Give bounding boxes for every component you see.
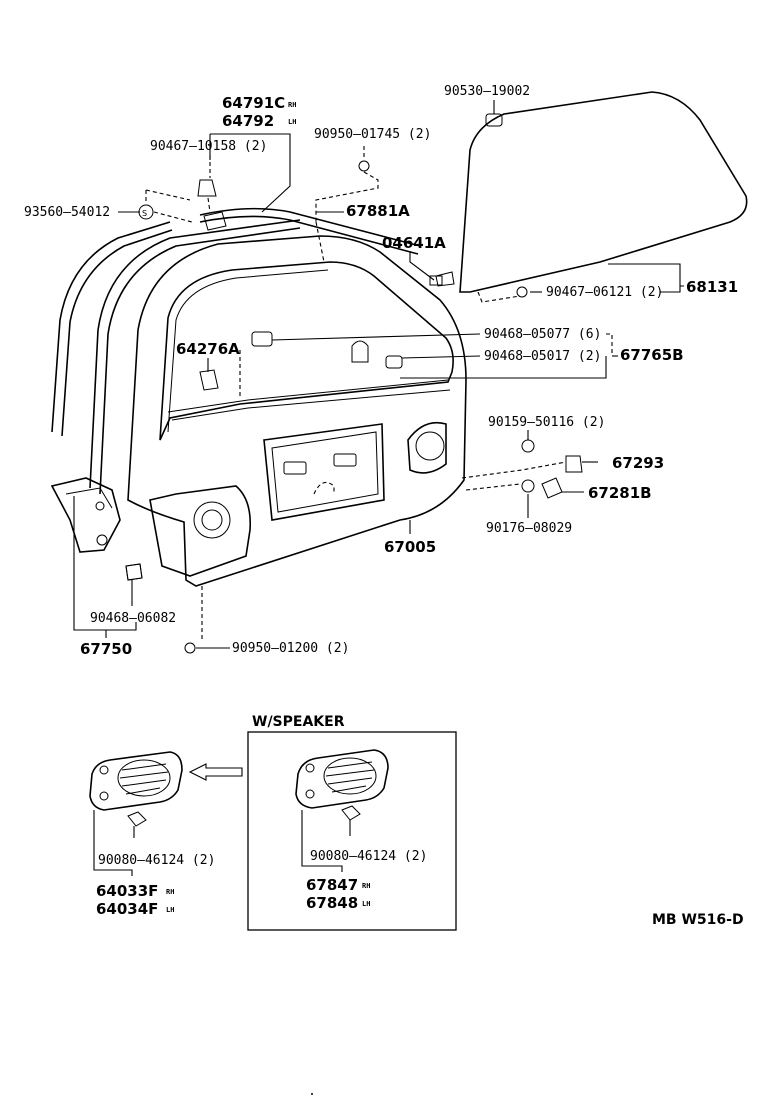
label-64034f-side: LH: [166, 906, 174, 914]
speaker-box-title: W/SPEAKER: [252, 714, 345, 730]
label-64792-side: LH: [288, 118, 296, 126]
label-90950-01200: 90950–01200 (2): [232, 641, 349, 656]
bracket-right: [301, 810, 343, 872]
label-64791c: 64791C: [222, 94, 285, 112]
label-90080-46124-right: 90080–46124 (2): [310, 849, 427, 864]
speaker-section: 90080–46124 (2) 64033F RH 64034F LH W/SP…: [89, 714, 457, 931]
back-door-assembly: [50, 179, 467, 587]
label-67750: 67750: [80, 640, 132, 658]
label-90467-10158: 90467–10158 (2): [150, 139, 267, 154]
label-67847-side: RH: [362, 882, 370, 890]
label-67847: 67847: [306, 876, 358, 894]
label-67005: 67005: [384, 538, 436, 556]
drawing-code: MB W516-D: [652, 912, 744, 928]
label-90950-01745: 90950–01745 (2): [314, 127, 431, 142]
rear-glass: [429, 91, 748, 298]
label-67281b: 67281B: [588, 484, 652, 502]
label-64792: 64792: [222, 112, 274, 130]
label-90080-46124-left: 90080–46124 (2): [98, 853, 215, 868]
label-04641a: 04641A: [382, 234, 446, 252]
label-90468-06082: 90468–06082: [90, 611, 176, 626]
label-68131: 68131: [686, 278, 738, 296]
label-90530-19002: 90530–19002: [444, 84, 530, 99]
label-64034f: 64034F: [96, 900, 158, 918]
label-90467-06121: 90467–06121 (2): [546, 285, 663, 300]
speaker-box: [247, 731, 457, 931]
label-67848: 67848: [306, 894, 358, 912]
label-64033f: 64033F: [96, 882, 158, 900]
speaker-cover-left: [89, 751, 183, 838]
label-93560-54012: 93560–54012: [24, 205, 110, 220]
label-64276a: 64276A: [176, 340, 240, 358]
label-90468-05077: 90468–05077 (6): [484, 327, 601, 342]
label-67293: 67293: [612, 454, 664, 472]
label-90176-08029: 90176–08029: [486, 521, 572, 536]
part-labels: 64791C RH 64792 LH 90467–10158 (2) 90950…: [24, 84, 738, 658]
label-67765b: 67765B: [620, 346, 684, 364]
speck: [311, 1093, 313, 1095]
hardware-parts: S: [125, 160, 583, 654]
speaker-cover-right: [295, 749, 389, 836]
label-67881a: 67881A: [346, 202, 410, 220]
leader-lines: [73, 100, 684, 649]
label-90468-05017: 90468–05017 (2): [484, 349, 601, 364]
label-67848-side: LH: [362, 900, 370, 908]
label-64791c-side: RH: [288, 101, 296, 109]
arrow-icon: [188, 763, 243, 781]
bracket-left: [93, 810, 133, 876]
svg-text:S: S: [142, 209, 147, 218]
label-64033f-side: RH: [166, 888, 174, 896]
label-90159-50116: 90159–50116 (2): [488, 415, 605, 430]
